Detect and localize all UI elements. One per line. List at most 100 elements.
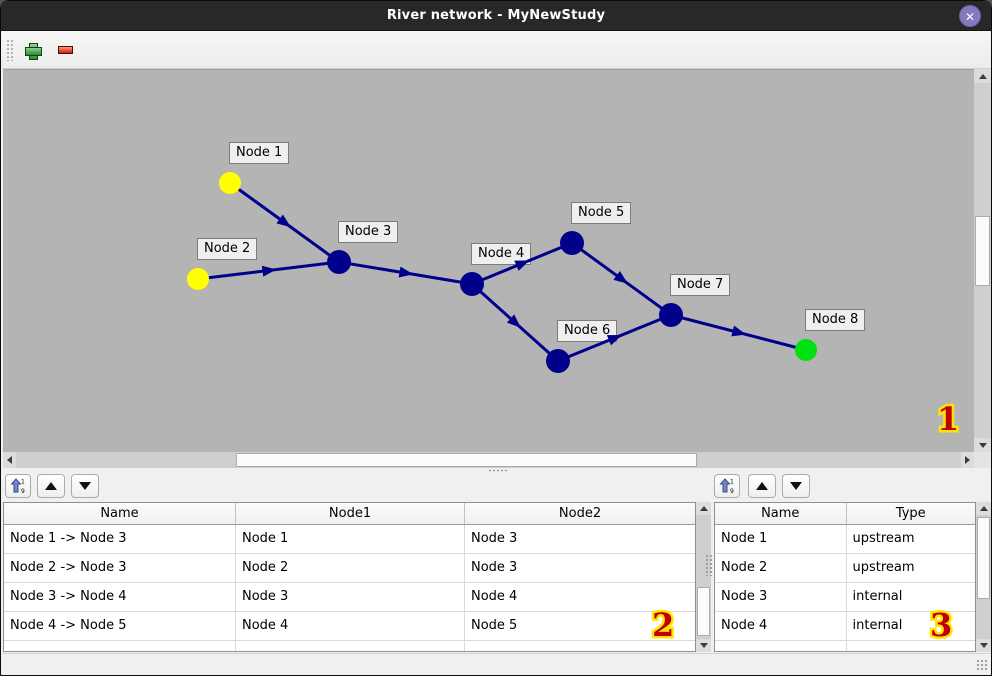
network-node[interactable] bbox=[187, 268, 209, 290]
network-node[interactable] bbox=[795, 339, 817, 361]
status-bar bbox=[2, 653, 991, 675]
header-cell[interactable]: Type bbox=[895, 506, 926, 521]
network-node[interactable] bbox=[659, 303, 683, 327]
table-cell[interactable]: internal bbox=[852, 618, 903, 633]
table-row[interactable]: Node 2 upstream bbox=[715, 554, 975, 583]
vertical-splitter-handle[interactable] bbox=[705, 554, 712, 576]
table-cell[interactable]: Node 3 bbox=[715, 583, 847, 611]
table-cell[interactable]: Node 3 bbox=[471, 531, 518, 546]
network-canvas[interactable]: Node 1 Node 2 Node 3 Node 4 Node 5 Node 6 Node… bbox=[3, 69, 974, 452]
table-cell[interactable] bbox=[236, 641, 465, 651]
nodes-move-up-button[interactable] bbox=[748, 474, 776, 498]
scroll-down-button[interactable] bbox=[974, 438, 991, 452]
add-node-button[interactable] bbox=[19, 37, 45, 63]
vscroll-thumb[interactable] bbox=[975, 216, 990, 286]
reaches-vscrollbar[interactable] bbox=[696, 502, 711, 652]
table-cell[interactable]: Node 3 bbox=[471, 560, 518, 575]
river-reach-edge[interactable] bbox=[571, 241, 672, 317]
resize-grip[interactable] bbox=[976, 659, 988, 671]
table-cell[interactable]: Node 4 bbox=[471, 589, 518, 604]
toolbar-drag-handle[interactable] bbox=[6, 39, 13, 61]
table-header: Name Type bbox=[715, 503, 975, 525]
remove-node-button[interactable] bbox=[52, 37, 78, 63]
close-button[interactable]: ✕ bbox=[959, 5, 981, 27]
scroll-up-button[interactable] bbox=[976, 502, 991, 515]
header-cell[interactable]: Node2 bbox=[558, 506, 602, 521]
title-bar[interactable]: River network - MyNewStudy ✕ bbox=[1, 1, 991, 31]
reaches-move-down-button[interactable] bbox=[71, 474, 99, 498]
nodes-vscrollbar[interactable] bbox=[976, 502, 991, 652]
river-reach-edge[interactable] bbox=[470, 282, 560, 363]
table-cell[interactable]: upstream bbox=[852, 531, 915, 546]
scroll-up-button[interactable] bbox=[974, 69, 991, 83]
table-cell[interactable]: Node 1 bbox=[236, 525, 465, 553]
scroll-down-button[interactable] bbox=[976, 639, 991, 652]
table-row[interactable]: Node 4 internal bbox=[715, 612, 975, 641]
node-label[interactable]: Node 7 bbox=[670, 274, 731, 296]
node-label[interactable]: Node 5 bbox=[571, 202, 632, 224]
scroll-down-button[interactable] bbox=[696, 639, 711, 652]
table-cell[interactable]: Node 4 bbox=[715, 612, 847, 640]
node-label[interactable]: Node 2 bbox=[197, 238, 258, 260]
scroll-left-button[interactable] bbox=[3, 452, 16, 468]
table-cell[interactable]: Node 2 bbox=[236, 554, 465, 582]
reaches-sort-button[interactable]: 1 9 bbox=[5, 474, 31, 498]
table-cell[interactable]: Node 3 -> Node 4 bbox=[4, 583, 236, 611]
river-reach-edge[interactable] bbox=[670, 313, 807, 352]
table-cell[interactable]: Node 4 -> Node 5 bbox=[4, 612, 236, 640]
hscroll-thumb[interactable] bbox=[236, 453, 697, 467]
network-node[interactable] bbox=[219, 172, 241, 194]
header-cell[interactable]: Name bbox=[715, 503, 847, 524]
table-cell[interactable]: Node 1 bbox=[715, 525, 847, 553]
table-row[interactable] bbox=[4, 641, 695, 651]
arrow-down-icon bbox=[699, 643, 708, 648]
vscroll-thumb[interactable] bbox=[977, 517, 990, 599]
annotation-1: 1 bbox=[937, 403, 960, 435]
scroll-right-button[interactable] bbox=[961, 452, 974, 468]
node-label[interactable]: Node 4 bbox=[471, 243, 532, 265]
network-node[interactable] bbox=[327, 250, 351, 274]
node-label[interactable]: Node 6 bbox=[557, 320, 618, 342]
table-cell[interactable]: Node 3 bbox=[236, 583, 465, 611]
table-cell[interactable] bbox=[847, 641, 976, 651]
table-row[interactable]: Node 1 upstream bbox=[715, 525, 975, 554]
vscroll-thumb[interactable] bbox=[697, 587, 710, 636]
horizontal-splitter-handle[interactable] bbox=[488, 469, 508, 472]
river-reach-edge[interactable] bbox=[338, 260, 473, 286]
table-cell[interactable]: Node 5 bbox=[471, 618, 518, 633]
table-cell[interactable]: Node 2 -> Node 3 bbox=[4, 554, 236, 582]
table-cell[interactable]: internal bbox=[852, 589, 903, 604]
window-title: River network - MyNewStudy bbox=[386, 8, 606, 23]
table-cell[interactable]: Node 4 bbox=[236, 612, 465, 640]
plus-icon bbox=[24, 42, 42, 60]
canvas-vscrollbar[interactable] bbox=[974, 69, 991, 452]
table-row[interactable]: Node 3 internal bbox=[715, 583, 975, 612]
network-node[interactable] bbox=[546, 349, 570, 373]
header-cell[interactable]: Name bbox=[4, 503, 236, 524]
table-cell[interactable] bbox=[4, 641, 236, 651]
table-cell[interactable] bbox=[715, 641, 847, 651]
table-row[interactable] bbox=[715, 641, 976, 651]
node-label[interactable]: Node 1 bbox=[229, 142, 290, 164]
canvas-hscrollbar[interactable] bbox=[3, 452, 974, 468]
flow-direction-arrow-icon bbox=[276, 214, 291, 228]
network-node[interactable] bbox=[460, 272, 484, 296]
table-cell[interactable]: Node 2 bbox=[715, 554, 847, 582]
nodes-sort-button[interactable]: 1 9 bbox=[714, 474, 740, 498]
nodes-move-down-button[interactable] bbox=[782, 474, 810, 498]
network-node[interactable] bbox=[560, 231, 584, 255]
table-cell[interactable]: upstream bbox=[852, 560, 915, 575]
reaches-move-up-button[interactable] bbox=[37, 474, 65, 498]
table-cell[interactable]: Node 1 -> Node 3 bbox=[4, 525, 236, 553]
node-label[interactable]: Node 8 bbox=[805, 309, 866, 331]
river-reach-edge[interactable] bbox=[197, 260, 340, 281]
node-label[interactable]: Node 3 bbox=[338, 221, 399, 243]
header-cell[interactable]: Node1 bbox=[236, 503, 465, 524]
scroll-up-button[interactable] bbox=[696, 502, 711, 515]
